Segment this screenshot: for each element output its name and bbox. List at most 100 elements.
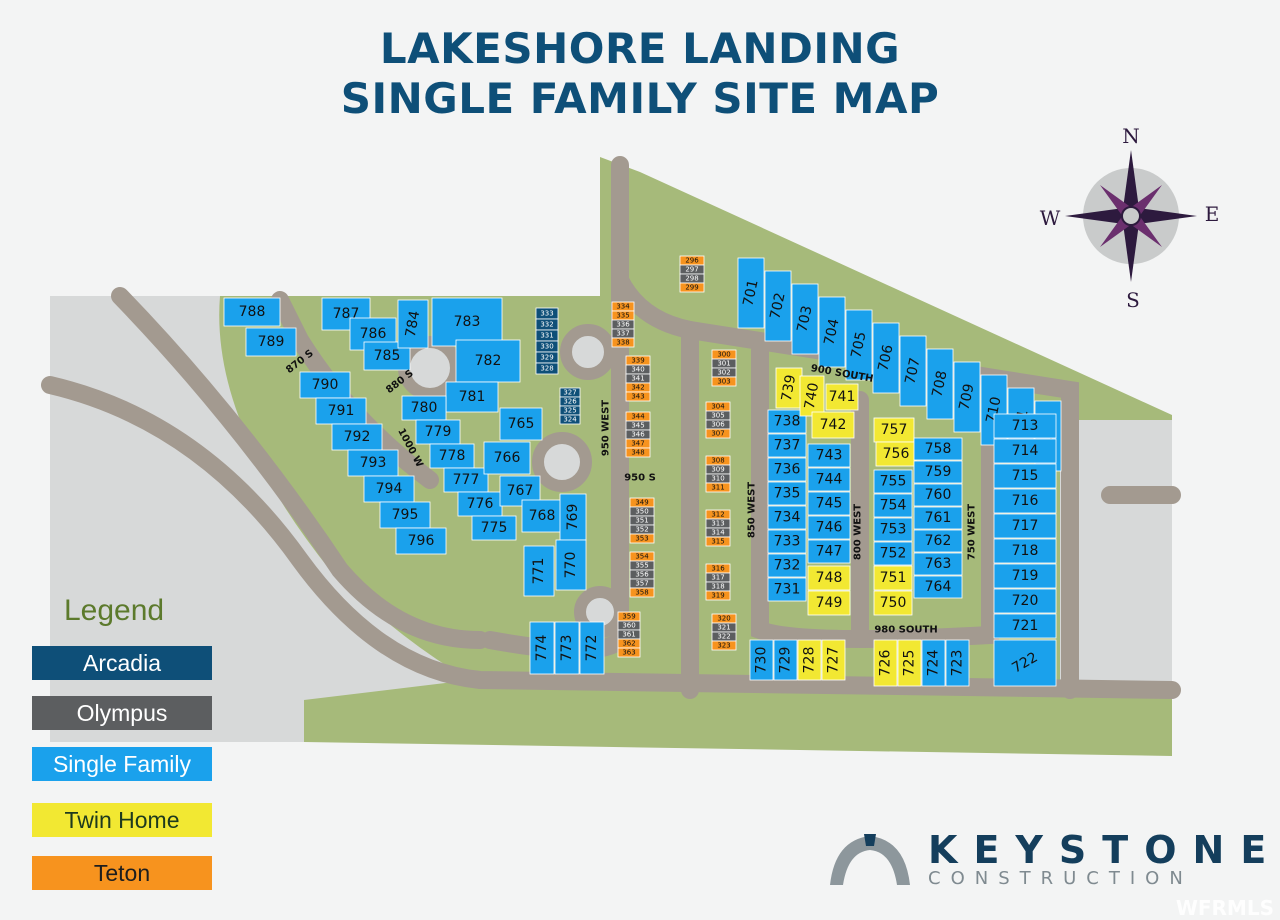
lot-number: 746 [816, 520, 843, 536]
lot-741: 741 [825, 383, 859, 411]
lot-327: 327 [559, 387, 581, 398]
lot-shape [331, 423, 383, 451]
lot-number: 345 [631, 422, 644, 430]
lot-shape [807, 565, 851, 591]
lot-733: 733 [767, 529, 807, 554]
lot-764: 764 [913, 575, 963, 599]
lot-shape [993, 613, 1057, 639]
lot-796: 796 [395, 527, 447, 555]
lot-305: 305 [705, 410, 731, 421]
lot-number: 326 [563, 398, 577, 406]
lot-number: 346 [631, 431, 645, 439]
lot-shape [993, 438, 1057, 464]
lot-shape [807, 590, 851, 616]
lot-322: 322 [711, 631, 737, 642]
lot-705: 705 [845, 309, 873, 381]
lot-number: 734 [774, 510, 801, 526]
lot-number: 715 [1012, 468, 1039, 484]
lot-number: 331 [540, 332, 553, 340]
lot-304: 304 [705, 401, 731, 412]
lot-703: 703 [791, 283, 819, 355]
lot-shape [347, 449, 399, 477]
lot-number: 792 [344, 429, 371, 445]
lot-shape [799, 375, 825, 417]
lot-number: 335 [616, 312, 629, 320]
lot-747: 747 [807, 539, 851, 564]
lot-781: 781 [445, 381, 499, 413]
lot-758: 758 [913, 437, 963, 461]
street-750-west: 750 WEST [967, 504, 978, 560]
lot-shape [705, 482, 731, 493]
lot-number: 770 [563, 552, 579, 579]
lot-number: 333 [540, 310, 553, 318]
lot-730: 730 [749, 639, 774, 681]
lot-shape [299, 371, 351, 399]
lot-number: 766 [494, 450, 521, 466]
street-950-west: 950 WEST [601, 400, 612, 456]
lot-731: 731 [767, 577, 807, 602]
lot-shape [429, 443, 475, 469]
lot-number: 760 [925, 487, 952, 503]
lot-number: 297 [685, 266, 698, 274]
lot-717: 717 [993, 513, 1057, 539]
lot-number: 298 [685, 275, 698, 283]
lot-number: 728 [802, 647, 818, 674]
lot-number: 709 [956, 382, 977, 411]
lot-761: 761 [913, 506, 963, 530]
lot-784: 784 [397, 299, 429, 349]
lot-number: 714 [1012, 443, 1039, 459]
legend-twin-home: Twin Home [32, 803, 212, 837]
lot-734: 734 [767, 505, 807, 530]
lot-number: 353 [635, 535, 648, 543]
lot-shape [767, 505, 807, 530]
lot-shape [625, 447, 651, 458]
lot-707: 707 [899, 335, 927, 407]
lot-shape [993, 639, 1057, 687]
lot-shape [873, 565, 913, 591]
lot-shape [767, 433, 807, 458]
lot-number: 311 [711, 484, 724, 492]
lot-344: 344 [625, 411, 651, 422]
lot-number: 730 [754, 647, 770, 674]
lot-shape [705, 428, 731, 439]
lot-739: 739 [775, 367, 803, 409]
lot-number: 341 [631, 375, 644, 383]
lot-shape [555, 539, 587, 591]
lot-shape [993, 563, 1057, 589]
lot-762: 762 [913, 529, 963, 553]
lot-783: 783 [431, 297, 503, 347]
lot-726: 726 [873, 639, 898, 687]
lot-791: 791 [315, 397, 367, 425]
lot-shape [913, 575, 963, 599]
lot-777: 777 [443, 467, 489, 493]
lot-300: 300 [711, 349, 737, 360]
lot-339: 339 [625, 355, 651, 366]
lot-shape [767, 529, 807, 554]
lot-number: 362 [622, 640, 635, 648]
lot-737: 737 [767, 433, 807, 458]
lot-744: 744 [807, 467, 851, 492]
lot-shape [529, 621, 555, 675]
lot-shape [617, 647, 641, 658]
lot-number: 338 [616, 339, 629, 347]
lot-727: 727 [821, 639, 846, 681]
lot-number: 334 [616, 303, 630, 311]
lot-shape [705, 590, 731, 601]
lot-792: 792 [331, 423, 383, 451]
lot-shape [521, 499, 563, 533]
lot-353: 353 [629, 533, 655, 544]
lot-number: 704 [821, 317, 842, 347]
lot-number: 781 [459, 389, 486, 405]
lot-number: 791 [328, 403, 355, 419]
lot-number: 356 [635, 571, 649, 579]
lot-number: 308 [711, 457, 724, 465]
lot-766: 766 [483, 441, 531, 475]
lot-number: 780 [411, 400, 438, 416]
lot-number: 343 [631, 393, 644, 401]
lot-number: 759 [925, 464, 952, 480]
lot-363: 363 [617, 647, 641, 658]
lot-number: 765 [508, 416, 535, 432]
lot-shape [873, 469, 913, 494]
lot-number: 733 [774, 534, 801, 550]
lot-shape [913, 529, 963, 553]
